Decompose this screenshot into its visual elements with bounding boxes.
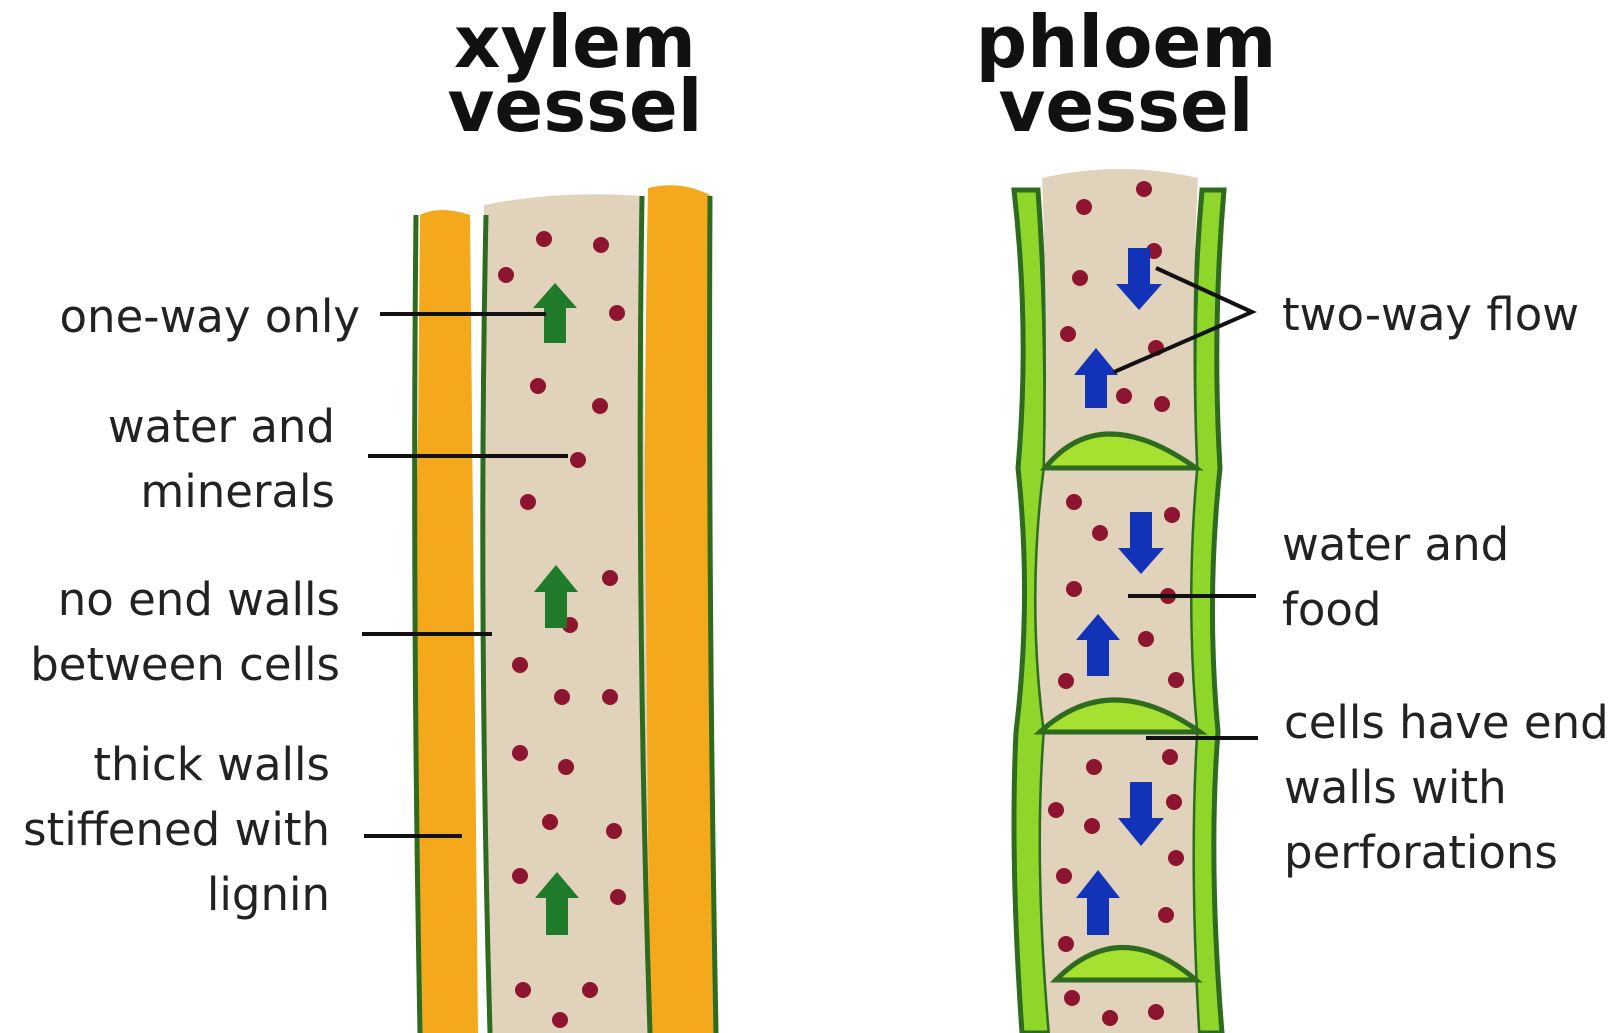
xylem-lignin-wall-left (415, 210, 478, 1033)
label-two-way-line-1: two-way flow (1282, 282, 1612, 347)
label-two-way: two-way flow (1282, 282, 1612, 347)
label-water-food: water and food (1282, 512, 1612, 642)
xylem-title: xylem vessel (440, 10, 710, 138)
phloem-wall-right (1190, 190, 1224, 1033)
label-water-minerals-line-2: minerals (20, 459, 335, 524)
label-thick-walls-line-3: lignin (0, 862, 330, 927)
label-end-walls: cells have end walls with perforations (1284, 690, 1614, 885)
label-water-food-line-2: food (1282, 577, 1612, 642)
xylem-title-line-2: vessel (440, 74, 710, 138)
label-water-food-line-1: water and (1282, 512, 1612, 577)
label-water-minerals-line-1: water and (20, 394, 335, 459)
label-end-walls-line-3: perforations (1284, 820, 1614, 885)
label-end-walls-line-1: cells have end (1284, 690, 1614, 755)
phloem-title-line-2: vessel (966, 74, 1286, 138)
phloem-title: phloem vessel (966, 10, 1286, 138)
phloem-vessel (1014, 169, 1224, 1033)
label-thick-walls-line-1: thick walls (0, 732, 330, 797)
label-thick-walls-line-2: stiffened with (0, 797, 330, 862)
label-no-end-walls-line-1: no end walls (10, 567, 340, 632)
label-one-way-line-1: one-way only (20, 284, 360, 349)
label-no-end-walls: no end walls between cells (10, 567, 340, 697)
label-no-end-walls-line-2: between cells (10, 632, 340, 697)
label-thick-walls: thick walls stiffened with lignin (0, 732, 330, 927)
label-water-minerals: water and minerals (20, 394, 335, 524)
label-one-way: one-way only (20, 284, 360, 349)
xylem-lignin-wall-right (644, 185, 716, 1033)
label-end-walls-line-2: walls with (1284, 755, 1614, 820)
